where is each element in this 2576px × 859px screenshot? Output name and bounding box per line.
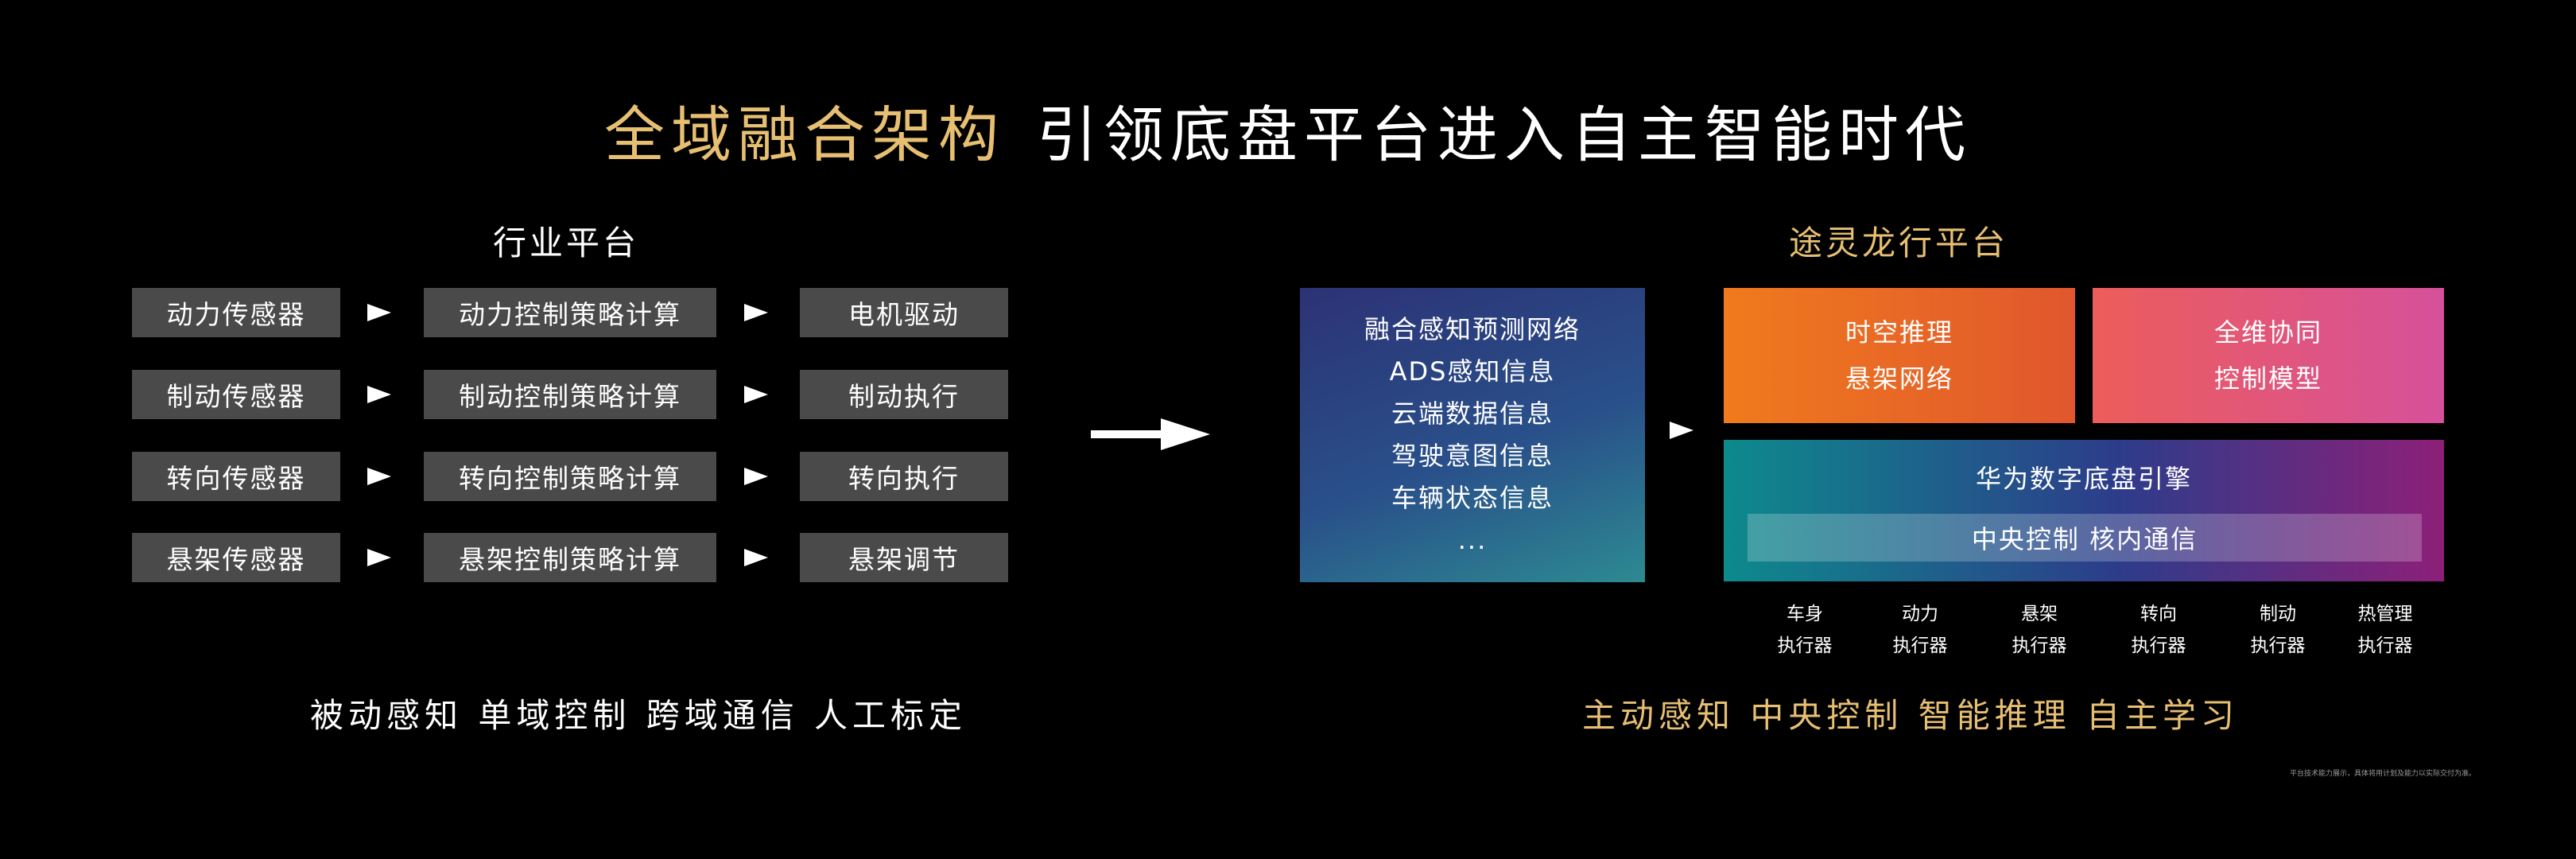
actuator-label: 车身	[1787, 604, 1823, 624]
flow-arrow-icon	[367, 304, 391, 321]
actuator-brake: 制动 执行器	[2230, 598, 2326, 662]
title-main: 引领底盘平台进入自主智能时代	[1037, 99, 1972, 170]
actuator-label: 热管理	[2357, 604, 2413, 624]
sensor-box-steering: 转向传感器	[132, 452, 340, 501]
big-arrow-icon	[1091, 430, 1164, 438]
sensor-box-suspension: 悬架传感器	[132, 533, 340, 582]
actuator-label: 执行器	[1892, 636, 1948, 656]
actuator-body: 车身 执行器	[1757, 598, 1852, 662]
actuator-steering: 转向 执行器	[2111, 598, 2206, 662]
info-line: 云端数据信息	[1391, 398, 1554, 429]
flow-arrow-icon	[1670, 422, 1693, 439]
perception-info-box: 融合感知预测网络 ADS感知信息 云端数据信息 驾驶意图信息 车辆状态信息 ..…	[1300, 288, 1645, 582]
digital-chassis-engine-box: 华为数字底盘引擎 中央控制 核内通信	[1724, 440, 2444, 581]
actuator-label: 执行器	[2357, 636, 2413, 656]
flow-arrow-icon	[744, 549, 768, 566]
sensor-box-brake: 制动传感器	[132, 370, 340, 419]
actuator-label: 制动	[2260, 604, 2296, 624]
info-line: 驾驶意图信息	[1391, 441, 1554, 471]
info-ellipsis: ...	[1457, 525, 1488, 555]
industry-platform-title: 行业平台	[493, 223, 640, 262]
info-line: 融合感知预测网络	[1364, 314, 1581, 344]
strategy-box-suspension: 悬架控制策略计算	[424, 533, 716, 582]
tuling-caption: 主动感知 中央控制 智能推理 自主学习	[1582, 696, 2240, 735]
engine-inner-bar: 中央控制 核内通信	[1748, 514, 2422, 562]
box-line: 时空推理	[1845, 317, 1953, 348]
box-line: 悬架网络	[1845, 363, 1953, 394]
execution-box-brake: 制动执行	[800, 370, 1008, 419]
strategy-box-brake: 制动控制策略计算	[424, 370, 716, 419]
flow-arrow-icon	[744, 304, 768, 321]
actuator-label: 执行器	[2012, 636, 2067, 656]
actuator-suspension: 悬架 执行器	[1992, 598, 2087, 662]
sensor-box-power: 动力传感器	[132, 288, 340, 337]
actuator-power: 动力 执行器	[1872, 598, 1968, 662]
flow-arrow-icon	[744, 386, 768, 403]
flow-arrow-icon	[367, 549, 391, 566]
execution-box-power: 电机驱动	[800, 288, 1008, 337]
strategy-box-steering: 转向控制策略计算	[424, 452, 716, 501]
info-line: ADS感知信息	[1389, 356, 1556, 387]
box-line: 全维协同	[2213, 317, 2322, 348]
industry-caption: 被动感知 单域控制 跨域通信 人工标定	[310, 696, 968, 735]
execution-box-steering: 转向执行	[800, 452, 1008, 501]
page-title: 全域融合架构引领底盘平台进入自主智能时代	[0, 86, 2576, 173]
spatiotemporal-reasoning-box: 时空推理 悬架网络	[1724, 288, 2075, 423]
collaborative-control-box: 全维协同 控制模型	[2093, 288, 2444, 423]
flow-arrow-icon	[744, 468, 768, 485]
actuator-label: 悬架	[2021, 604, 2058, 624]
strategy-box-power: 动力控制策略计算	[424, 288, 716, 337]
flow-arrow-icon	[367, 386, 391, 403]
box-line: 控制模型	[2213, 363, 2322, 394]
footnote: 平台技术能力展示，具体将用计划及能力以实际交付为准。	[2290, 770, 2477, 778]
actuator-label: 执行器	[1777, 636, 1833, 656]
actuator-label: 转向	[2140, 604, 2177, 624]
engine-title: 华为数字底盘引擎	[1975, 464, 2192, 494]
big-arrow-head-icon	[1161, 418, 1210, 450]
actuator-label: 执行器	[2131, 636, 2186, 656]
actuator-thermal: 热管理 执行器	[2337, 598, 2433, 662]
flow-arrow-icon	[367, 468, 391, 485]
tuling-platform-title: 途灵龙行平台	[1789, 223, 2009, 262]
actuator-label: 执行器	[2250, 636, 2306, 656]
execution-box-suspension: 悬架调节	[800, 533, 1008, 582]
actuator-label: 动力	[1902, 604, 1938, 624]
title-highlight: 全域融合架构	[604, 99, 1005, 170]
info-line: 车辆状态信息	[1391, 483, 1554, 513]
